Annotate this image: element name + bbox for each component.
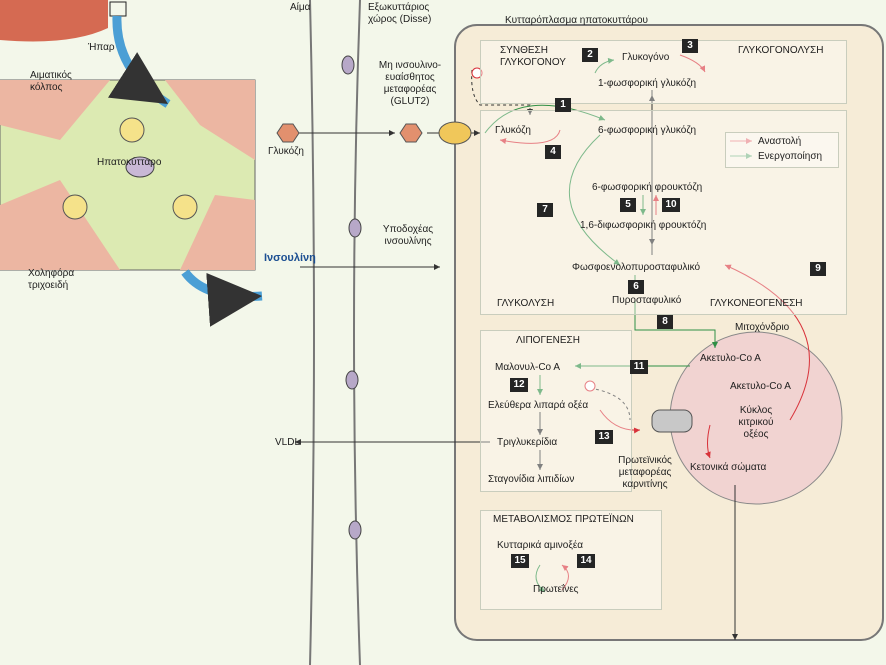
step-15: 15 [511, 554, 529, 568]
blood-label: Αίμα [290, 2, 311, 13]
inhibition-legend: Αναστολή [758, 136, 802, 147]
glycogen-label: Γλυκογόνο [622, 52, 670, 63]
pyruvate-label: Πυροσταφυλικό [612, 295, 682, 306]
f6p-label: 6-φωσφορική φρουκτόζη [592, 182, 703, 193]
glycolysis-title: ΓΛΥΚΟΛΥΣΗ [497, 298, 555, 309]
insulin-label: Ινσουλίνη [264, 252, 316, 264]
g1p-label: 1-φωσφορική γλυκόζη [598, 78, 697, 89]
droplets-label: Σταγονίδια λιπιδίων [488, 474, 575, 485]
tg-label: Τριγλυκερίδια [497, 437, 558, 448]
carnitine-label: Πρωτεϊνικός μεταφορέας καρνιτίνης [618, 455, 672, 490]
step-10: 10 [662, 198, 680, 212]
lipogenesis-panel [480, 330, 632, 492]
sinusoid-label: Αιματικός κόλπος [30, 70, 72, 93]
malonyl-label: Μαλονυλ-Co A [495, 362, 560, 373]
protein-panel [480, 510, 662, 610]
g6p-label: 6-φωσφορική γλυκόζη [598, 125, 697, 136]
lipogenesis-title: ΛΙΠΟΓΕΝΕΣΗ [516, 335, 580, 346]
vessel-wall [309, 0, 315, 665]
step-5: 5 [620, 198, 636, 212]
activation-legend: Ενεργοποίηση [758, 151, 823, 162]
step-2: 2 [582, 48, 598, 62]
step-13: 13 [595, 430, 613, 444]
step-8: 8 [657, 315, 673, 329]
step-6: 6 [628, 280, 644, 294]
mitochondrion-label: Μιτοχόνδριο [735, 322, 790, 333]
step-12: 12 [510, 378, 528, 392]
canaliculus-label: Χοληφόρα τριχοειδή [28, 268, 75, 291]
liver-shape [0, 0, 108, 42]
acetyl-coa-label-1: Ακετυλο-Co A [700, 353, 761, 364]
liver-zoom-box [109, 1, 127, 17]
ketones-label: Κετονικά σώματα [690, 462, 767, 473]
liver-label: Ήπαρ [88, 42, 115, 53]
f16p-label: 1,6-διφωσφορική φρουκτόζη [580, 220, 707, 231]
glycogenolysis-title: ΓΛΥΚΟΓΟΝΟΛΥΣΗ [738, 45, 824, 56]
step-14: 14 [577, 554, 595, 568]
aa-label: Κυτταρικά αμινοξέα [497, 540, 584, 551]
step-11: 11 [630, 360, 648, 374]
ffa-label: Ελεύθερα λιπαρά οξέα [488, 400, 589, 411]
cytoplasm-label: Κυτταρόπλασμα ηπατοκυττάρου [505, 15, 649, 26]
acetyl-coa-label-2: Ακετυλο-Co A [730, 381, 791, 392]
blue-zoom-arrow [107, 15, 171, 108]
glucose-inside-label: Γλυκόζη [495, 125, 531, 136]
glycogen-synthesis-title: ΣΥΝΘΕΣΗ ΓΛΥΚΟΓΟΝΟΥ [500, 45, 566, 68]
gluconeogenesis-title: ΓΛΥΚΟΝΕΟΓΕΝΕΣΗ [710, 298, 803, 309]
receptor-label: Υποδοχέας ινσουλίνης [382, 224, 434, 247]
glut2-label: Μη ινσουλινο-ευαίσθητος μεταφορέας (GLUT… [378, 60, 442, 107]
glycogen-panel [480, 40, 847, 104]
glucose-outside-label: Γλυκόζη [268, 146, 304, 157]
step-7: 7 [537, 203, 553, 217]
krebs-label: Κύκλος κιτρικού οξέος [738, 405, 774, 440]
vldl-label: VLDL [275, 437, 301, 448]
step-4: 4 [545, 145, 561, 159]
hepatocyte-label: Ηπατοκύτταρο [97, 157, 162, 168]
proteins-label: Πρωτεΐνες [533, 584, 579, 595]
legend [725, 132, 839, 168]
disse-label: Εξωκυττάριος χώρος (Disse) [368, 2, 432, 25]
step-1: 1 [555, 98, 571, 112]
step-3: 3 [682, 39, 698, 53]
protein-met-title: ΜΕΤΑΒΟΛΙΣΜΟΣ ΠΡΩΤΕΪΝΩΝ [493, 514, 634, 525]
step-9: 9 [810, 262, 826, 276]
pep-label: Φωσφοενολοπυροσταφυλικό [572, 262, 701, 273]
